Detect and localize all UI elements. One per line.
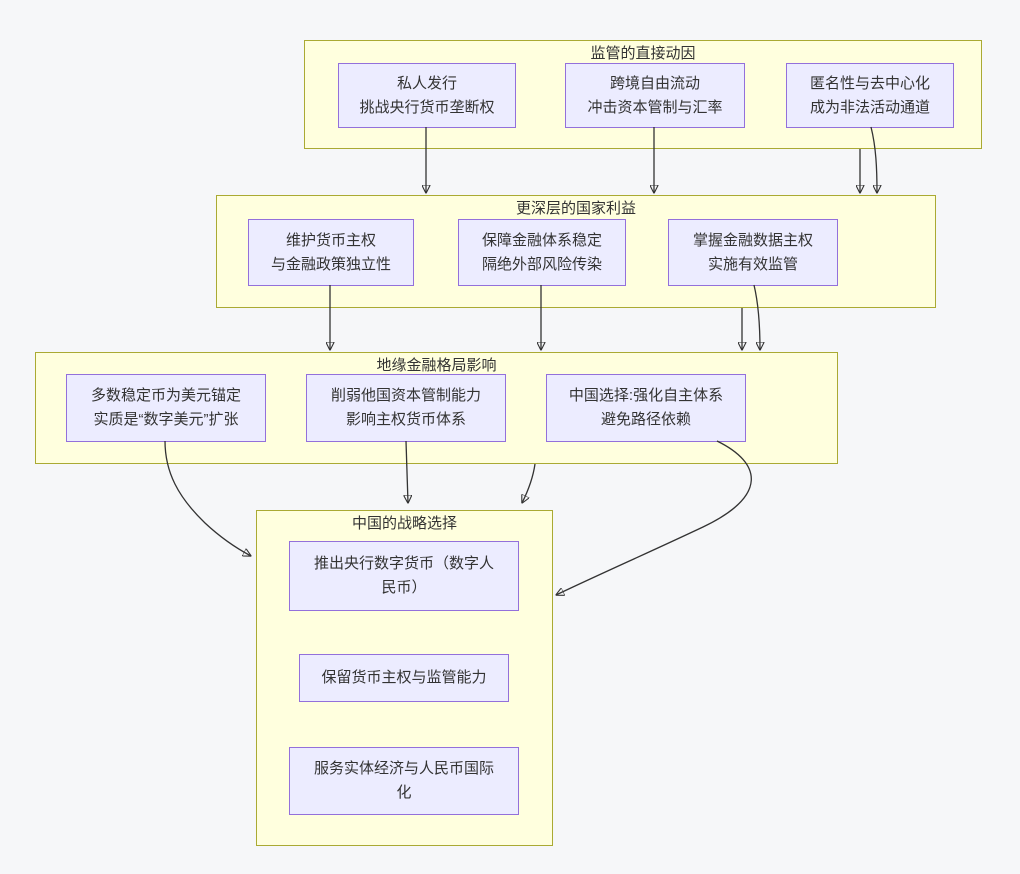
node-label: 匿名性与去中心化 成为非法活动通道 [809, 74, 930, 116]
node-label: 削弱他国资本管制能力 影响主权货币体系 [330, 387, 481, 428]
edge-geo-impact-to-china-strategy [522, 463, 536, 503]
node-dollar-anchored-stablecoins: 多数稳定币为美元锚定 实质是“数字美元”扩张 [66, 374, 266, 442]
node-label: 维护货币主权 与金融政策独立性 [270, 231, 391, 273]
node-label: 推出央行数字货币（数字人民币） [313, 555, 494, 596]
node-label: 多数稳定币为美元锚定 实质是“数字美元”扩张 [90, 387, 241, 428]
group-title: 中国的战略选择 [351, 515, 457, 532]
node-data-sovereignty: 掌握金融数据主权 实施有效监管 [668, 219, 838, 286]
node-retain-sovereignty: 保留货币主权与监管能力 [299, 654, 509, 702]
group-national-interests: 更深层的国家利益 维护货币主权 与金融政策独立性 保障金融体系稳定 隔绝外部风险… [216, 195, 936, 308]
group-title: 监管的直接动因 [590, 45, 696, 62]
node-financial-stability: 保障金融体系稳定 隔绝外部风险传染 [458, 219, 626, 286]
node-label: 保留货币主权与监管能力 [321, 669, 487, 686]
node-weaken-capital-controls: 削弱他国资本管制能力 影响主权货币体系 [306, 374, 506, 442]
node-china-choice: 中国选择:强化自主体系 避免路径依赖 [546, 374, 746, 442]
node-label: 跨境自由流动 冲击资本管制与汇率 [587, 74, 723, 116]
edge-china-choice-to-china-strategy [556, 440, 752, 595]
group-geo-financial-impact: 地缘金融格局影响 多数稳定币为美元锚定 实质是“数字美元”扩张 削弱他国资本管制… [35, 352, 838, 464]
node-monetary-sovereignty: 维护货币主权 与金融政策独立性 [248, 219, 414, 286]
group-china-strategy: 中国的战略选择 推出央行数字货币（数字人民币） 保留货币主权与监管能力 服务实体… [256, 510, 553, 846]
node-label: 中国选择:强化自主体系 避免路径依赖 [568, 387, 724, 428]
node-cbdc-launch: 推出央行数字货币（数字人民币） [289, 541, 519, 611]
group-title: 地缘金融格局影响 [376, 357, 497, 374]
node-label: 服务实体经济与人民币国际化 [313, 760, 494, 801]
node-label: 私人发行 挑战央行货币垄断权 [359, 74, 495, 116]
group-title: 更深层的国家利益 [515, 200, 636, 217]
node-private-issuance: 私人发行 挑战央行货币垄断权 [338, 63, 516, 128]
group-regulatory-motivations: 监管的直接动因 私人发行 挑战央行货币垄断权 跨境自由流动 冲击资本管制与汇率 … [304, 40, 982, 149]
node-label: 掌握金融数据主权 实施有效监管 [692, 231, 813, 273]
node-label: 保障金融体系稳定 隔绝外部风险传染 [481, 231, 602, 273]
node-cross-border-flow: 跨境自由流动 冲击资本管制与汇率 [565, 63, 745, 128]
node-serve-real-economy: 服务实体经济与人民币国际化 [289, 747, 519, 815]
node-anonymity: 匿名性与去中心化 成为非法活动通道 [786, 63, 954, 128]
